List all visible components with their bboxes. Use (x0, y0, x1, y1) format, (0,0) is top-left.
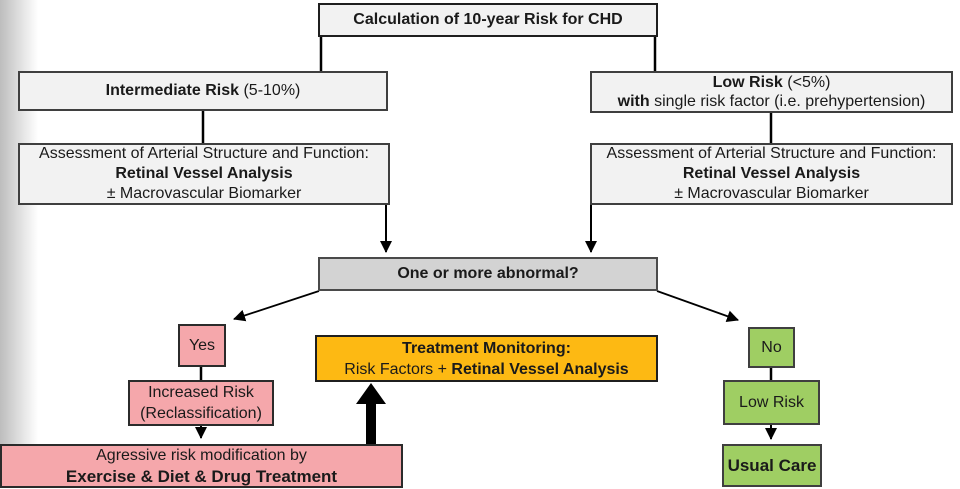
monitoring-line1: Treatment Monitoring: (402, 339, 571, 357)
flow-node-yes: Yes (178, 324, 226, 367)
low-risk-text: Low Risk (739, 393, 804, 411)
assessment-right-line2: Retinal Vessel Analysis (682, 165, 861, 182)
low-risk-branch-line1: Low Risk (<5%) (712, 74, 831, 91)
flow-node-low-risk: Low Risk (723, 380, 820, 425)
intermediate-risk-text: Intermediate Risk (5-10%) (105, 82, 301, 99)
no-text: No (761, 338, 782, 356)
assessment-left-line3: ± Macrovascular Biomarker (106, 185, 302, 202)
yes-text: Yes (188, 336, 216, 354)
decision-text: One or more abnormal? (397, 265, 579, 282)
flow-node-low-risk-branch: Low Risk (<5%) with single risk factor (… (590, 71, 953, 113)
assessment-right-line3: ± Macrovascular Biomarker (674, 185, 869, 202)
edge-decision-to-no (656, 290, 739, 322)
usual-care-text: Usual Care (727, 455, 817, 475)
increased-risk-line2: (Reclassification) (140, 405, 262, 422)
flow-node-no: No (748, 327, 795, 368)
assessment-left-line1: Assessment of Arterial Structure and Fun… (39, 145, 369, 162)
increased-risk-line1: Increased Risk (148, 384, 254, 401)
flow-node-assessment-left: Assessment of Arterial Structure and Fun… (18, 143, 390, 205)
monitoring-line2: Risk Factors + Retinal Vessel Analysis (344, 360, 629, 378)
flow-node-decision: One or more abnormal? (318, 257, 658, 291)
aggressive-line2: Exercise & Diet & Drug Treatment (65, 467, 338, 486)
flow-node-aggressive-modification: Agressive risk modification by Exercise … (0, 444, 403, 488)
flow-node-increased-risk: Increased Risk (Reclassification) (128, 380, 274, 426)
flow-node-title: Calculation of 10-year Risk for CHD (318, 3, 658, 37)
assessment-right-line1: Assessment of Arterial Structure and Fun… (606, 145, 937, 162)
edge-decision-to-yes (233, 290, 320, 322)
flow-node-intermediate-risk: Intermediate Risk (5-10%) (18, 71, 388, 111)
assessment-left-line2: Retinal Vessel Analysis (115, 165, 293, 182)
title-text: Calculation of 10-year Risk for CHD (353, 11, 623, 28)
aggressive-line1: Agressive risk modification by (96, 447, 307, 464)
flow-node-assessment-right: Assessment of Arterial Structure and Fun… (590, 143, 953, 205)
flow-node-usual-care: Usual Care (722, 444, 822, 487)
flow-node-treatment-monitoring: Treatment Monitoring: Risk Factors + Ret… (315, 335, 658, 382)
edge-aggressive-to-monitoring-thick-arrow (356, 383, 386, 444)
low-risk-branch-line2: with single risk factor (i.e. prehyperte… (617, 93, 926, 110)
